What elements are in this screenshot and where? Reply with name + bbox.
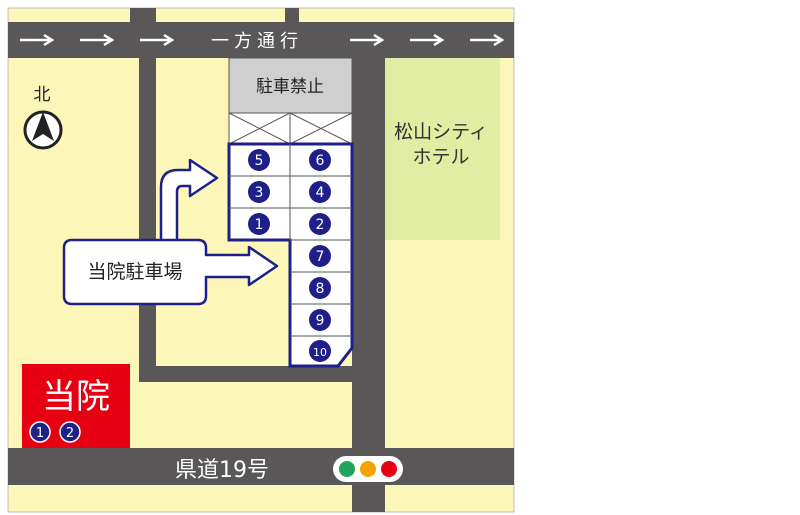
parking-space-number: 2 (316, 217, 325, 233)
parking-callout-arrow-icon (62, 238, 279, 306)
parking-lot-dividers (229, 144, 352, 337)
access-road-bottom (139, 366, 385, 382)
access-road-right (352, 58, 385, 382)
parking-space-2: 2 (309, 213, 331, 235)
side-road-top-mid (285, 8, 299, 22)
parking-space-number: 7 (316, 249, 325, 265)
parking-space-badges: 5 6 3 4 1 2 7 8 9 10 (248, 149, 331, 362)
one-way-arrow-icon (470, 33, 505, 47)
signal-light (339, 461, 355, 477)
traffic-signal-icon (333, 456, 403, 482)
parking-space-1: 1 (248, 213, 270, 235)
parking-space-number: 4 (316, 185, 325, 201)
one-way-arrow-icon (80, 33, 115, 47)
clinic-space-2: 2 (59, 421, 81, 443)
one-way-arrow-icon (140, 33, 175, 47)
parking-callout-label: 当院駐車場 (87, 261, 182, 283)
parking-space-number: 6 (316, 153, 325, 169)
one-way-arrow-icon (20, 33, 55, 47)
parking-space-number: 9 (316, 313, 325, 329)
north-indicator: 北 (23, 85, 63, 150)
north-arrow-icon (23, 110, 63, 150)
parking-space-9: 9 (309, 309, 331, 331)
no-parking-crosses (228, 112, 353, 145)
parking-space-6: 6 (309, 149, 331, 171)
hotel-name-line2: ホテル (412, 146, 469, 168)
clinic-space-number: 2 (66, 426, 74, 441)
signal-light (381, 461, 397, 477)
parking-space-10: 10 (309, 340, 331, 362)
parking-space-number: 3 (255, 185, 264, 201)
prefectural-road-label: 県道19号 (175, 458, 269, 483)
parking-space-number: 10 (313, 346, 327, 359)
parking-space-number: 1 (255, 217, 264, 233)
no-parking-area (228, 57, 353, 114)
side-road-bottom (352, 485, 385, 512)
prefectural-road-19 (8, 448, 514, 485)
parking-lot: 5 6 3 4 1 2 7 8 9 10 (227, 142, 354, 368)
one-way-label-bg (202, 28, 308, 52)
one-way-arrow-icon (350, 33, 385, 47)
parking-space-number: 5 (255, 153, 264, 169)
one-way-label: 一方通行 (211, 31, 303, 52)
hotel-block (385, 58, 500, 240)
clinic-space-number: 1 (36, 426, 44, 441)
clinic-label: 当院 (42, 377, 110, 417)
clinic-space-1: 1 (29, 421, 51, 443)
parking-space-number: 8 (316, 281, 325, 297)
parking-space-7: 7 (309, 245, 331, 267)
parking-space-3: 3 (248, 181, 270, 203)
one-way-arrows (20, 33, 505, 47)
direction-arrow-icon (159, 158, 219, 252)
access-road-to-highway (352, 382, 385, 448)
side-road-top-left (130, 8, 156, 22)
access-road-left (139, 58, 156, 378)
signal-light (360, 461, 376, 477)
parking-callout: 当院駐車場 (62, 238, 279, 306)
north-label: 北 (34, 85, 51, 105)
one-way-arrow-icon (410, 33, 445, 47)
parking-space-4: 4 (309, 181, 331, 203)
parking-space-5: 5 (248, 149, 270, 171)
hotel-name-line1: 松山シティ (394, 121, 488, 143)
parking-space-8: 8 (309, 277, 331, 299)
no-parking-label: 駐車禁止 (256, 77, 324, 97)
